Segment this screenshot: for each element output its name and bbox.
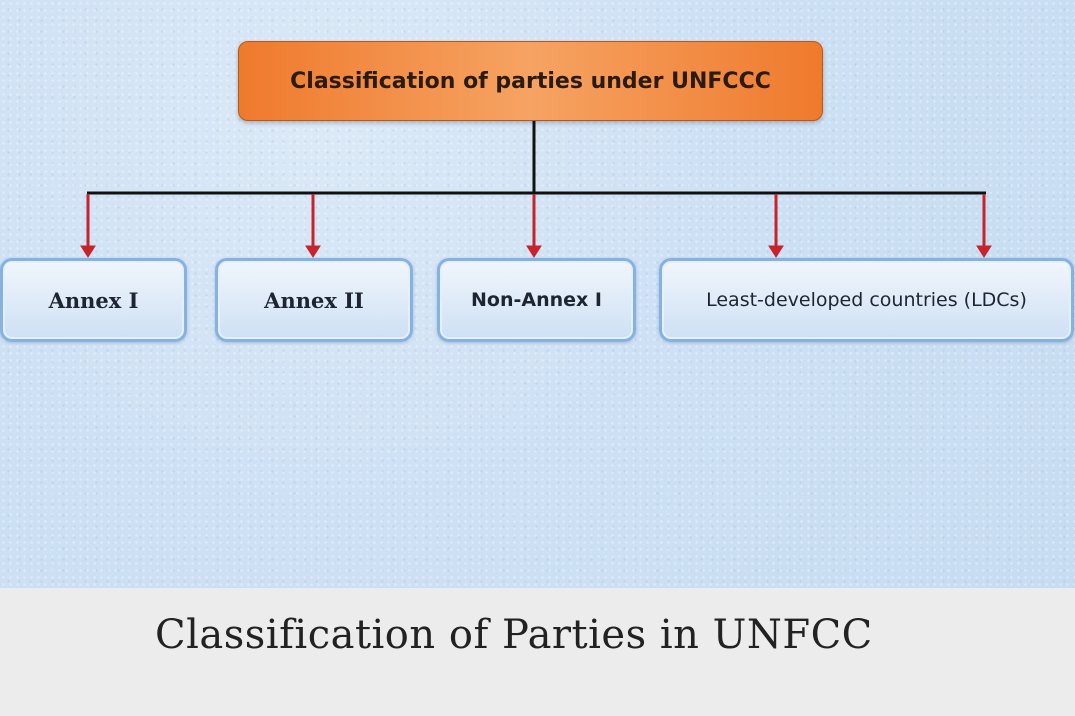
node-label: Annex II	[264, 287, 364, 313]
arrow-annex-1	[80, 194, 96, 258]
node-annex-1: Annex I	[0, 258, 187, 342]
node-ldcs: Least-developed countries (LDCs)	[659, 258, 1074, 342]
connector-lines	[80, 119, 992, 258]
arrow-ldc-1	[768, 194, 784, 258]
node-label: Annex I	[48, 287, 139, 313]
arrow-annex-2	[305, 194, 321, 258]
caption: Classification of Parties in UNFCC	[155, 612, 873, 658]
node-annex-2: Annex II	[215, 258, 413, 342]
caption-bar	[0, 588, 1075, 716]
root-node: Classification of parties under UNFCCC	[238, 41, 823, 121]
arrow-non-annex-1	[526, 194, 542, 258]
node-label: Non-Annex I	[471, 289, 602, 311]
node-label: Least-developed countries (LDCs)	[706, 289, 1027, 311]
root-label: Classification of parties under UNFCCC	[290, 68, 771, 94]
node-non-annex-1: Non-Annex I	[437, 258, 636, 342]
arrow-ldc-2	[976, 194, 992, 258]
